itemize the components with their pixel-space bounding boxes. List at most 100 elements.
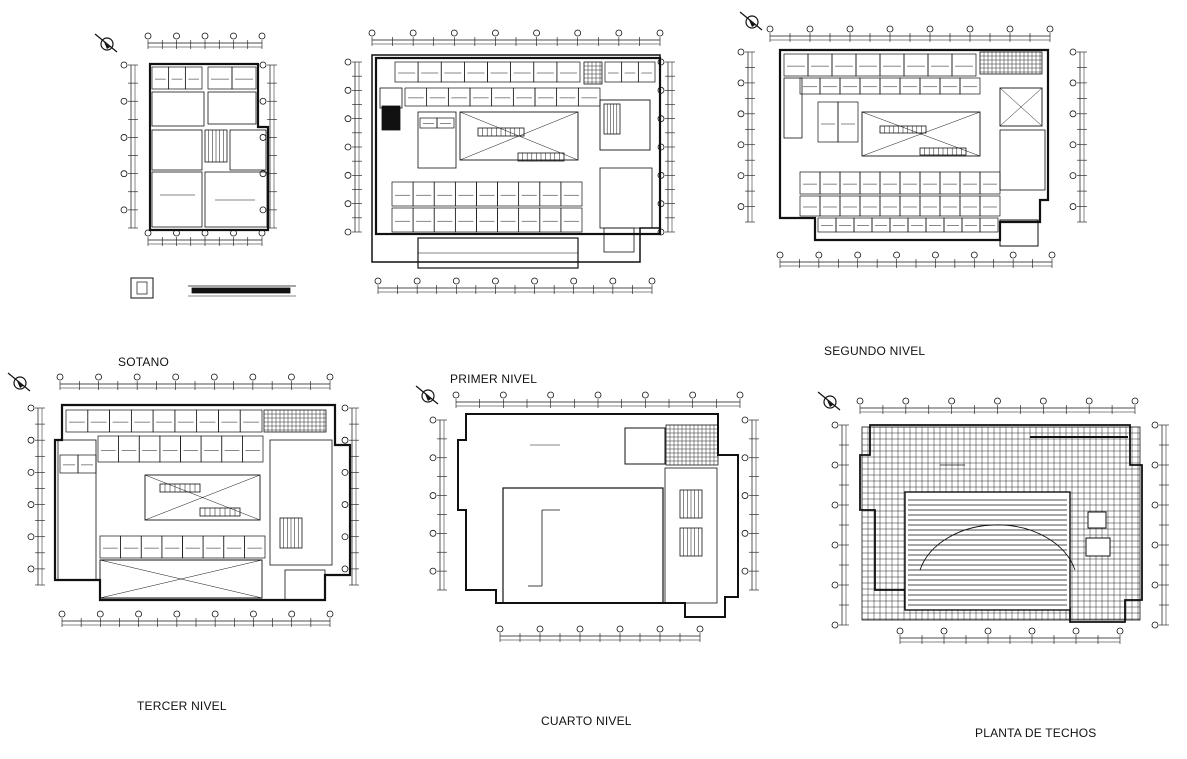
grid-bubble <box>737 141 745 149</box>
grid-bubble <box>536 625 544 633</box>
room <box>879 77 901 95</box>
grid-bubble <box>1151 621 1159 629</box>
classroom <box>433 207 456 233</box>
grid-bubble <box>492 29 499 37</box>
grid-bubble <box>1069 110 1077 118</box>
grid-bubble <box>120 61 128 69</box>
grid-bubble <box>249 373 257 381</box>
grid-bubble <box>696 625 704 633</box>
classroom <box>919 195 941 217</box>
grid-bubble <box>831 581 839 589</box>
plan-tercer-nivel <box>7 372 359 627</box>
classroom <box>560 207 583 233</box>
grid-bubble <box>533 29 540 37</box>
grid-bubble <box>135 610 142 618</box>
classroom <box>412 207 435 233</box>
classroom <box>959 195 981 217</box>
grid-bubble <box>831 541 839 549</box>
room <box>284 569 326 601</box>
room <box>138 435 161 463</box>
room <box>184 66 203 90</box>
room <box>621 61 639 83</box>
grid-bubble <box>326 610 334 618</box>
grid-bubble <box>429 529 437 537</box>
north-arrow-icon <box>415 385 439 405</box>
grid-bubble <box>1039 397 1047 405</box>
room <box>839 77 861 95</box>
grid-bubble <box>737 203 745 210</box>
grid-bubble <box>341 533 349 541</box>
classroom <box>839 171 861 195</box>
room <box>151 171 203 228</box>
parking-area <box>151 91 205 127</box>
grid-bubble <box>326 373 334 381</box>
grid-bubble <box>250 610 257 618</box>
classroom <box>417 61 442 83</box>
grid-bubble <box>948 397 956 405</box>
room <box>859 77 881 95</box>
grid-bubble <box>574 29 582 37</box>
grid-bubble <box>58 610 66 618</box>
grid-bubble <box>374 277 382 285</box>
room <box>835 217 855 233</box>
classroom <box>903 53 929 77</box>
grid-bubble <box>450 29 458 37</box>
grid-bubble <box>570 277 578 285</box>
grid-bubble <box>741 416 749 424</box>
grid-bubble <box>932 251 939 259</box>
grid-bubble <box>133 373 141 381</box>
atrium-void <box>144 474 261 521</box>
roof-slab <box>502 487 664 604</box>
section-strip <box>191 287 291 294</box>
room <box>637 61 656 83</box>
room <box>919 77 941 95</box>
classroom <box>799 171 821 195</box>
grid-bubble <box>896 627 904 635</box>
grid-bubble <box>741 454 749 462</box>
grid-bubble <box>966 25 974 33</box>
grid-bubble <box>1069 203 1077 210</box>
grid-bubble <box>341 565 349 573</box>
room <box>77 454 97 474</box>
room <box>269 439 333 566</box>
room <box>417 111 457 169</box>
grid-bubble <box>413 277 421 285</box>
classroom <box>799 195 821 217</box>
grid-bubble <box>1009 251 1017 259</box>
plan-title-segundo-nivel: SEGUNDO NIVEL <box>824 344 926 358</box>
classroom <box>202 535 225 559</box>
grid-bubble <box>1151 541 1159 549</box>
void-diagonal <box>144 474 261 521</box>
classroom <box>879 171 901 195</box>
room <box>491 87 514 107</box>
grid-bubble <box>737 79 745 87</box>
grid-bubble <box>341 468 349 476</box>
grid-bubble <box>648 277 656 285</box>
room <box>817 101 839 143</box>
void-diagonal <box>99 559 263 599</box>
room <box>961 217 981 233</box>
classroom <box>859 171 881 195</box>
classroom <box>959 171 981 195</box>
room <box>624 427 666 465</box>
plan-title-sotano: SOTANO <box>118 355 169 369</box>
grid-bubble <box>615 29 623 37</box>
plan-outer-wall <box>374 56 662 236</box>
grid-bubble <box>96 610 104 618</box>
grid-bubble <box>172 373 180 381</box>
plan-planta-de-techos <box>817 391 1169 644</box>
classroom <box>464 61 488 83</box>
room <box>379 87 403 109</box>
grid-bubble <box>27 436 35 444</box>
room <box>871 217 891 233</box>
classroom <box>518 207 541 233</box>
grid-bubble <box>344 143 352 151</box>
grid-bubble <box>120 97 128 105</box>
grid-bubble <box>741 529 749 537</box>
grid-bubble <box>741 492 749 499</box>
grid-bubble <box>776 251 784 259</box>
grid-bubble <box>409 29 417 37</box>
grid-bubble <box>1046 25 1054 33</box>
classroom <box>899 195 921 217</box>
void-diagonal <box>861 111 981 157</box>
